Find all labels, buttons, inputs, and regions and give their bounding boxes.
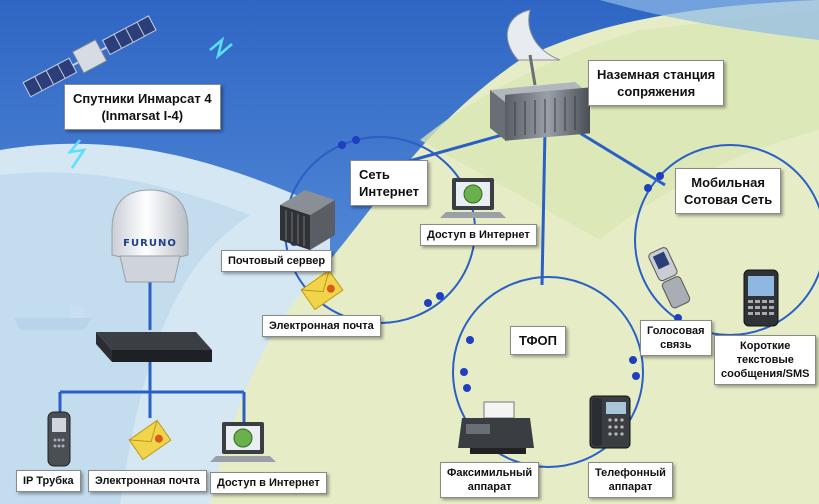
phone-label: Телефонный аппарат: [588, 462, 673, 498]
mail-server-icon: [280, 190, 335, 250]
ground-station-icon: [490, 9, 590, 141]
mail-server-label: Почтовый сервер: [221, 250, 333, 272]
ground-station-label-line1: Наземная станция: [597, 67, 716, 82]
sms-label-line1: Короткие: [740, 340, 791, 352]
pstn-label-text: ТФОП: [519, 333, 557, 348]
link-station-mobile: [574, 128, 666, 187]
phone-label-line2: аппарат: [608, 481, 653, 493]
internet-email-label-text: Электронная почта: [269, 320, 374, 332]
terminal-internet-access-label: Доступ в Интернет: [210, 472, 327, 494]
desk-phone-icon: [589, 395, 631, 449]
furuno-brand-logo: FURUNO: [123, 238, 177, 249]
clouds: [600, 0, 819, 40]
internet-access-label: Доступ в Интернет: [420, 224, 537, 246]
fax-machine-icon: [458, 401, 534, 454]
terminal-email-label-text: Электронная почта: [95, 475, 200, 487]
voice-call-label-line1: Голосовая: [647, 325, 705, 337]
internet-network-label-line1: Сеть: [359, 167, 390, 182]
mail-server-label-text: Почтовый сервер: [228, 255, 326, 267]
connection-lines: [58, 128, 666, 422]
mobile-network-label-line1: Мобильная: [691, 175, 765, 190]
satellite-label: Спутники Инмарсат 4 (Inmarsat I-4): [64, 84, 221, 130]
terminal-email-envelope-icon: [128, 419, 172, 461]
pstn-label: ТФОП: [510, 326, 566, 355]
voice-call-label: Голосовая связь: [640, 320, 712, 356]
ground-station-label-line2: сопряжения: [617, 84, 696, 99]
internet-pc-icon: [440, 178, 506, 218]
ip-handset-label: IP Трубка: [16, 470, 81, 492]
pstn-network-ring: [452, 276, 644, 468]
sms-label-line3: сообщения/SMS: [721, 368, 810, 380]
internet-access-label-text: Доступ в Интернет: [427, 229, 530, 241]
smartphone-icon: [743, 269, 779, 327]
satellite-label-line1: Спутники Инмарсат 4: [73, 91, 212, 106]
ip-handset-label-text: IP Трубка: [23, 475, 74, 487]
satellite-icon: [22, 15, 157, 98]
terminal-internet-access-label-text: Доступ в Интернет: [217, 477, 320, 489]
internet-network-label: Сеть Интернет: [350, 160, 429, 206]
satellite-label-line2: (Inmarsat I-4): [101, 108, 184, 123]
fax-label-line1: Факсимильный: [447, 467, 533, 479]
phone-label-line1: Телефонный: [595, 467, 666, 479]
radome-antenna-icon: [111, 189, 189, 283]
ship-icon: [14, 306, 92, 330]
signal-waves: [66, 36, 233, 169]
voice-call-label-line2: связь: [660, 339, 692, 351]
ground-station-label: Наземная станция сопряжения: [588, 60, 725, 106]
terminal-pc-icon: [210, 422, 276, 462]
fax-label: Факсимильный аппарат: [440, 462, 540, 498]
flip-phone-icon: [648, 247, 691, 309]
internet-network-label-line2: Интернет: [359, 184, 420, 199]
mobile-network-label-line2: Сотовая Сеть: [684, 192, 773, 207]
fax-label-line2: аппарат: [467, 481, 512, 493]
sms-label: Короткие текстовые сообщения/SMS: [714, 335, 817, 385]
terminal-email-label: Электронная почта: [88, 470, 207, 492]
link-station-internet: [394, 128, 521, 167]
sms-label-line2: текстовые: [736, 354, 794, 366]
internet-email-label: Электронная почта: [262, 315, 381, 337]
link-station-pstn: [540, 129, 547, 286]
email-envelope-icon: [300, 269, 344, 311]
mobile-network-label: Мобильная Сотовая Сеть: [675, 168, 782, 214]
satellite-terminal-icon: [96, 332, 212, 362]
ip-handset-icon: [47, 411, 71, 467]
